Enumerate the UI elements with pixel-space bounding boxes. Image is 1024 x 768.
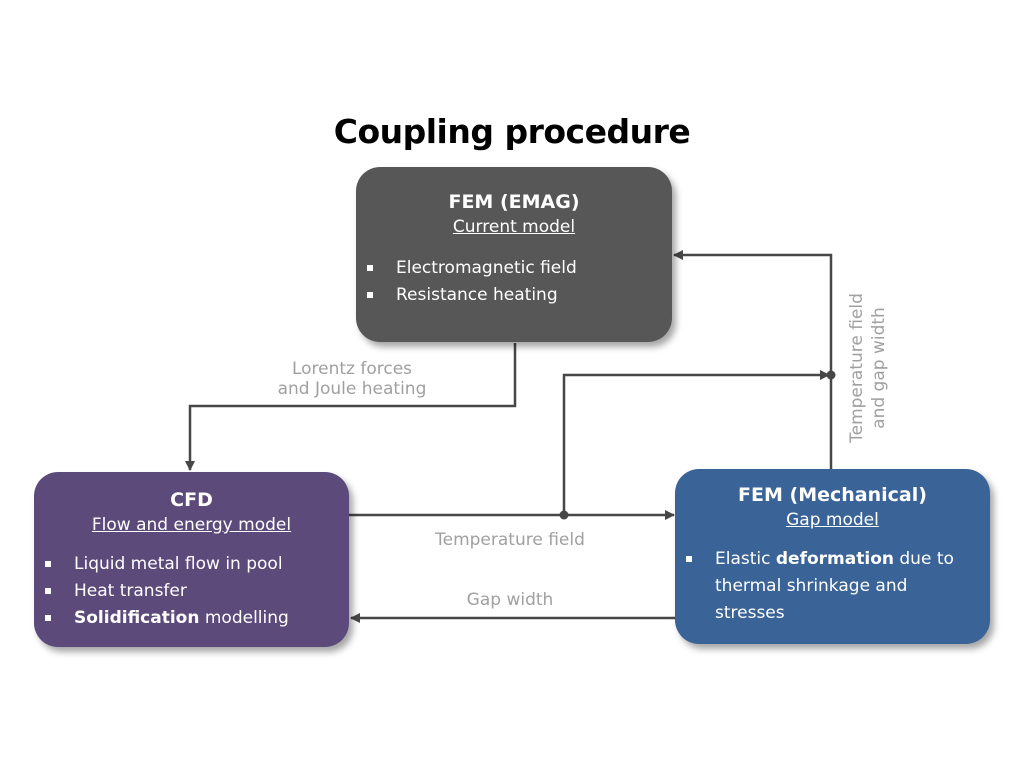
square-bullet-icon — [367, 265, 373, 271]
list-item: Heat transfer — [34, 578, 349, 605]
junction-dot — [559, 510, 569, 520]
arrow-temp-branch — [562, 370, 830, 515]
square-bullet-icon — [367, 292, 373, 298]
box-name: FEM (Mechanical) — [738, 484, 927, 506]
lorentz-forces-label: Lorentz forces and Joule heating — [277, 359, 427, 399]
square-bullet-icon — [686, 556, 692, 562]
temperature-gap-width-label: Temperature field and gap width — [847, 293, 889, 443]
list-item: Liquid metal flow in pool — [34, 551, 349, 578]
box-subtitle: Gap model — [786, 510, 879, 530]
arrow-emag-to-cfd — [185, 343, 517, 471]
box-name: CFD — [170, 489, 213, 511]
list-item: Electromagnetic field — [356, 255, 672, 282]
list-item: Solidification modelling — [34, 605, 349, 632]
list-item: Resistance heating — [356, 282, 672, 309]
box-subtitle: Current model — [452, 217, 576, 237]
cfd-box: CFD Flow and energy model Liquid metal f… — [34, 472, 349, 647]
square-bullet-icon — [45, 588, 51, 594]
fem-emag-box: FEM (EMAG) Current model Electromagnetic… — [356, 167, 672, 342]
page-title: Coupling procedure — [333, 112, 691, 151]
gap-width-label: Gap width — [466, 590, 554, 610]
fem-mechanical-box: FEM (Mechanical) Gap model Elastic defor… — [675, 469, 990, 644]
junction-dot — [826, 370, 836, 380]
temperature-field-label: Temperature field — [435, 530, 585, 550]
arrow-mech-to-emag — [673, 250, 833, 469]
square-bullet-icon — [45, 561, 51, 567]
list-item: Elastic deformation due to thermal shrin… — [675, 546, 990, 627]
box-name: FEM (EMAG) — [448, 191, 580, 213]
box-subtitle: Flow and energy model — [91, 515, 292, 535]
square-bullet-icon — [45, 615, 51, 621]
